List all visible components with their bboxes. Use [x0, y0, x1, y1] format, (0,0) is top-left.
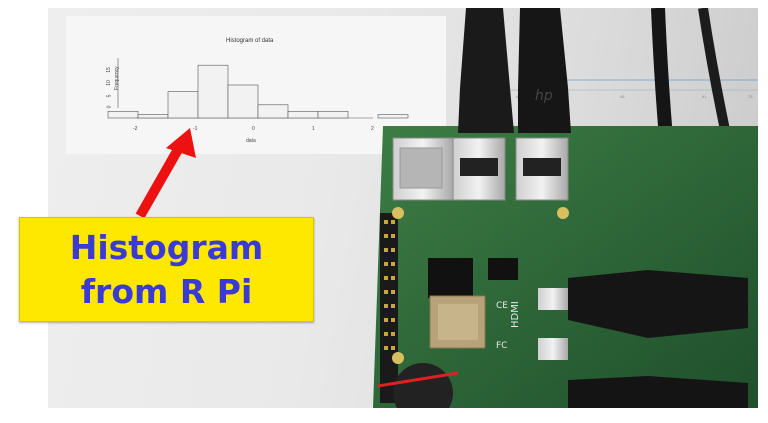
histogram-bar	[197, 64, 229, 119]
photo: Histogram of data Frequency 0 5 10 15 -2…	[48, 8, 758, 408]
usb-plug	[518, 8, 571, 133]
hdmi-silkscreen: HDMI	[510, 301, 521, 328]
callout-line-1: Histogram	[69, 227, 264, 267]
x-axis-label: data	[246, 138, 256, 144]
hp-logo: hp	[535, 88, 553, 104]
plot-title: Histogram of data	[226, 38, 274, 44]
fan	[393, 363, 453, 408]
micro-hdmi-port	[538, 338, 568, 360]
histogram-bar	[227, 84, 259, 119]
mount-hole	[557, 207, 569, 219]
histogram-bar	[317, 111, 349, 119]
right-plot-tick: 75	[748, 94, 753, 99]
x-tick: -1	[193, 126, 198, 132]
ce-mark: CE	[496, 301, 508, 311]
x-tick: 2	[371, 126, 374, 132]
chip	[488, 258, 518, 280]
mount-hole	[392, 207, 404, 219]
right-plot-tick: 61	[702, 94, 707, 99]
fc-mark: FC	[496, 341, 507, 351]
histogram-plot	[107, 58, 409, 119]
power-plug	[568, 376, 748, 408]
callout-line-2: from R Pi	[80, 271, 253, 311]
ram-chip	[428, 258, 473, 298]
hdmi-plug	[568, 270, 748, 338]
x-tick: -2	[133, 126, 138, 132]
right-plot-tick: 45	[620, 94, 625, 99]
histogram-bar	[377, 114, 409, 119]
micro-hdmi-port	[538, 288, 568, 310]
histogram-bar	[167, 91, 199, 119]
background-plot	[468, 79, 758, 91]
callout-box: Histogram from R Pi	[19, 217, 314, 322]
x-tick: 0	[252, 126, 255, 132]
fan-wire	[377, 371, 459, 388]
red-arrow	[135, 128, 196, 219]
raspberry-pi-scene: hp HDMI CE FC	[373, 8, 758, 408]
usb-plug	[458, 8, 514, 133]
x-tick: 1	[312, 126, 315, 132]
mount-hole	[392, 352, 404, 364]
